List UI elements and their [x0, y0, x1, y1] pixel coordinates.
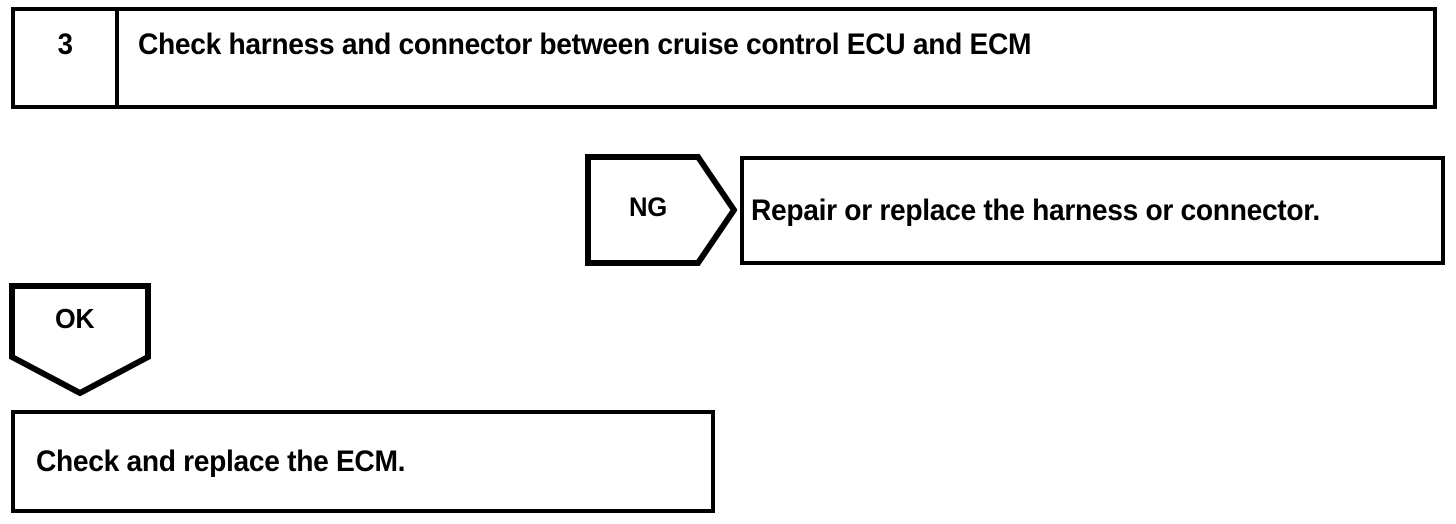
right-arrow-icon [585, 154, 737, 266]
ng-branch-arrow: NG [585, 154, 737, 266]
step-header-box: 3 Check harness and connector between cr… [11, 7, 1437, 109]
down-arrow-icon [9, 283, 151, 396]
step-number: 3 [57, 28, 73, 61]
step-number-cell: 3 [15, 11, 119, 105]
ok-result-box: Check and replace the ECM. [11, 410, 715, 513]
ng-result-box: Repair or replace the harness or connect… [740, 156, 1445, 265]
ok-branch-arrow: OK [9, 283, 151, 396]
ng-result-text: Repair or replace the harness or connect… [751, 193, 1320, 227]
ok-branch-label: OK [55, 303, 95, 334]
step-title: Check harness and connector between crui… [138, 28, 1032, 61]
step-title-cell: Check harness and connector between crui… [119, 11, 1433, 105]
ng-branch-label: NG [629, 192, 667, 222]
ok-result-text: Check and replace the ECM. [36, 444, 406, 478]
